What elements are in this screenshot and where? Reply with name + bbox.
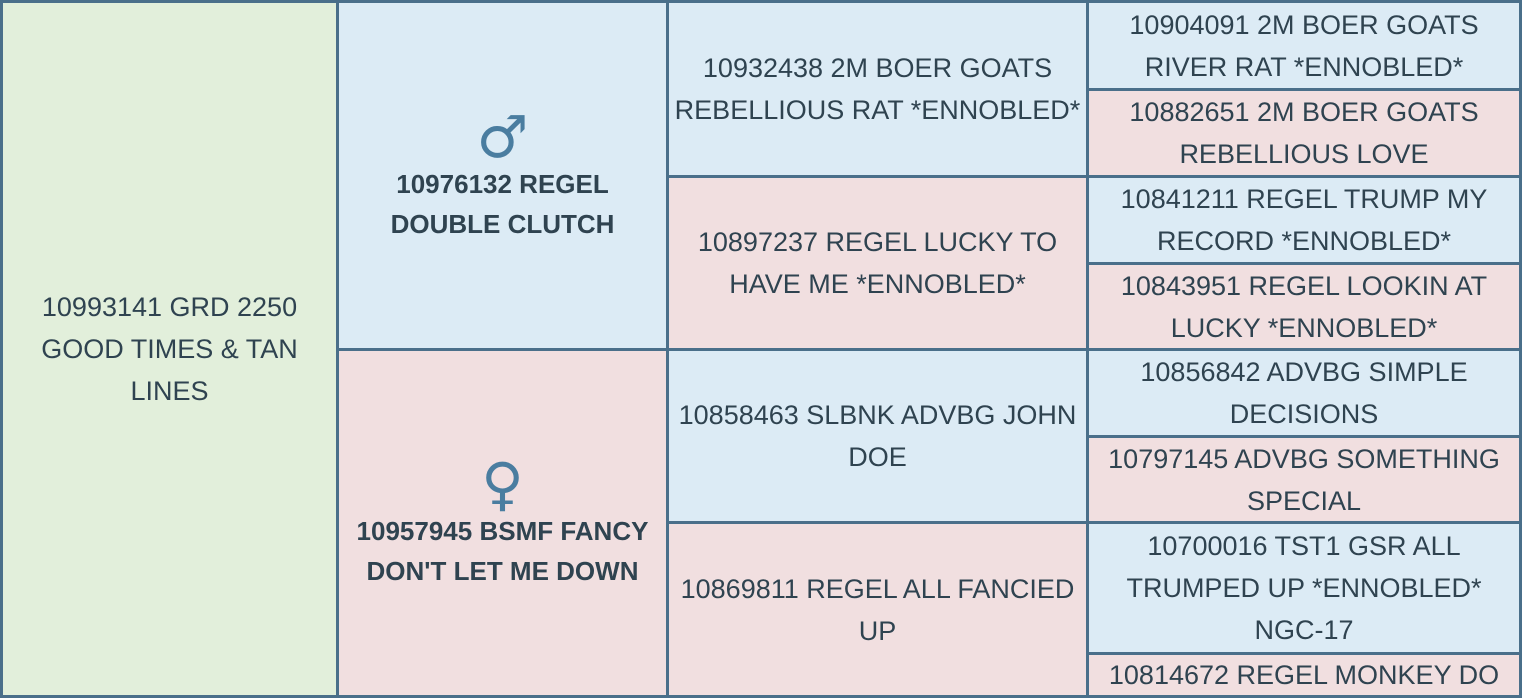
dam-cell[interactable]: ♀ 10957945 BSMF FANCY DON'T LET ME DOWN	[336, 348, 669, 698]
sire-sire-sire-name: 10904091 2M BOER GOATS RIVER RAT *ENNOBL…	[1129, 9, 1479, 82]
dam-sire-sire-name: 10856842 ADVBG SIMPLE DECISIONS	[1140, 357, 1468, 429]
dam-dam-dam-name: 10814672 REGEL MONKEY DO	[1108, 660, 1500, 690]
sire-dam-dam-cell[interactable]: 10843951 REGEL LOOKIN AT LUCKY *ENNOBLED…	[1086, 262, 1522, 351]
sire-sire-sire-cell[interactable]: 10904091 2M BOER GOATS RIVER RAT *ENNOBL…	[1086, 0, 1522, 91]
sire-name: 10976132 REGEL DOUBLE CLUTCH	[390, 168, 615, 239]
sire-sire-cell[interactable]: 10932438 2M BOER GOATS REBELLIOUS RAT *E…	[666, 0, 1089, 178]
female-symbol-icon: ♀	[481, 450, 524, 518]
male-symbol-icon: ♂	[476, 102, 529, 171]
sire-cell[interactable]: ♂ 10976132 REGEL DOUBLE CLUTCH	[336, 0, 669, 351]
sire-sire-dam-cell[interactable]: 10882651 2M BOER GOATS REBELLIOUS LOVE	[1086, 88, 1522, 178]
sire-sire-name: 10932438 2M BOER GOATS REBELLIOUS RAT *E…	[674, 53, 1081, 125]
dam-dam-sire-cell[interactable]: 10700016 TST1 GSR ALL TRUMPED UP *ENNOBL…	[1086, 521, 1522, 655]
dam-sire-dam-name: 10797145 ADVBG SOMETHING SPECIAL	[1108, 443, 1500, 516]
dam-dam-name: 10869811 REGEL ALL FANCIED UP	[680, 573, 1075, 646]
dam-sire-name: 10858463 SLBNK ADVBG JOHN DOE	[678, 400, 1077, 472]
sire-dam-sire-name: 10841211 REGEL TRUMP MY RECORD *ENNOBLED…	[1120, 184, 1488, 256]
subject-cell[interactable]: 10993141 GRD 2250 GOOD TIMES & TAN LINES	[0, 0, 339, 698]
sire-dam-cell[interactable]: 10897237 REGEL LUCKY TO HAVE ME *ENNOBLE…	[666, 175, 1089, 351]
dam-dam-dam-cell[interactable]: 10814672 REGEL MONKEY DO	[1086, 652, 1522, 698]
dam-sire-cell[interactable]: 10858463 SLBNK ADVBG JOHN DOE	[666, 348, 1089, 524]
subject-name: 10993141 GRD 2250 GOOD TIMES & TAN LINES	[41, 292, 298, 406]
dam-dam-sire-name: 10700016 TST1 GSR ALL TRUMPED UP *ENNOBL…	[1126, 531, 1482, 645]
dam-dam-cell[interactable]: 10869811 REGEL ALL FANCIED UP	[666, 521, 1089, 698]
sire-sire-dam-name: 10882651 2M BOER GOATS REBELLIOUS LOVE	[1129, 97, 1479, 169]
dam-sire-dam-cell[interactable]: 10797145 ADVBG SOMETHING SPECIAL	[1086, 435, 1522, 524]
sire-dam-sire-cell[interactable]: 10841211 REGEL TRUMP MY RECORD *ENNOBLED…	[1086, 175, 1522, 265]
dam-name: 10957945 BSMF FANCY DON'T LET ME DOWN	[356, 516, 649, 586]
dam-sire-sire-cell[interactable]: 10856842 ADVBG SIMPLE DECISIONS	[1086, 348, 1522, 438]
sire-dam-name: 10897237 REGEL LUCKY TO HAVE ME *ENNOBLE…	[697, 227, 1058, 299]
sire-dam-dam-name: 10843951 REGEL LOOKIN AT LUCKY *ENNOBLED…	[1120, 270, 1488, 343]
